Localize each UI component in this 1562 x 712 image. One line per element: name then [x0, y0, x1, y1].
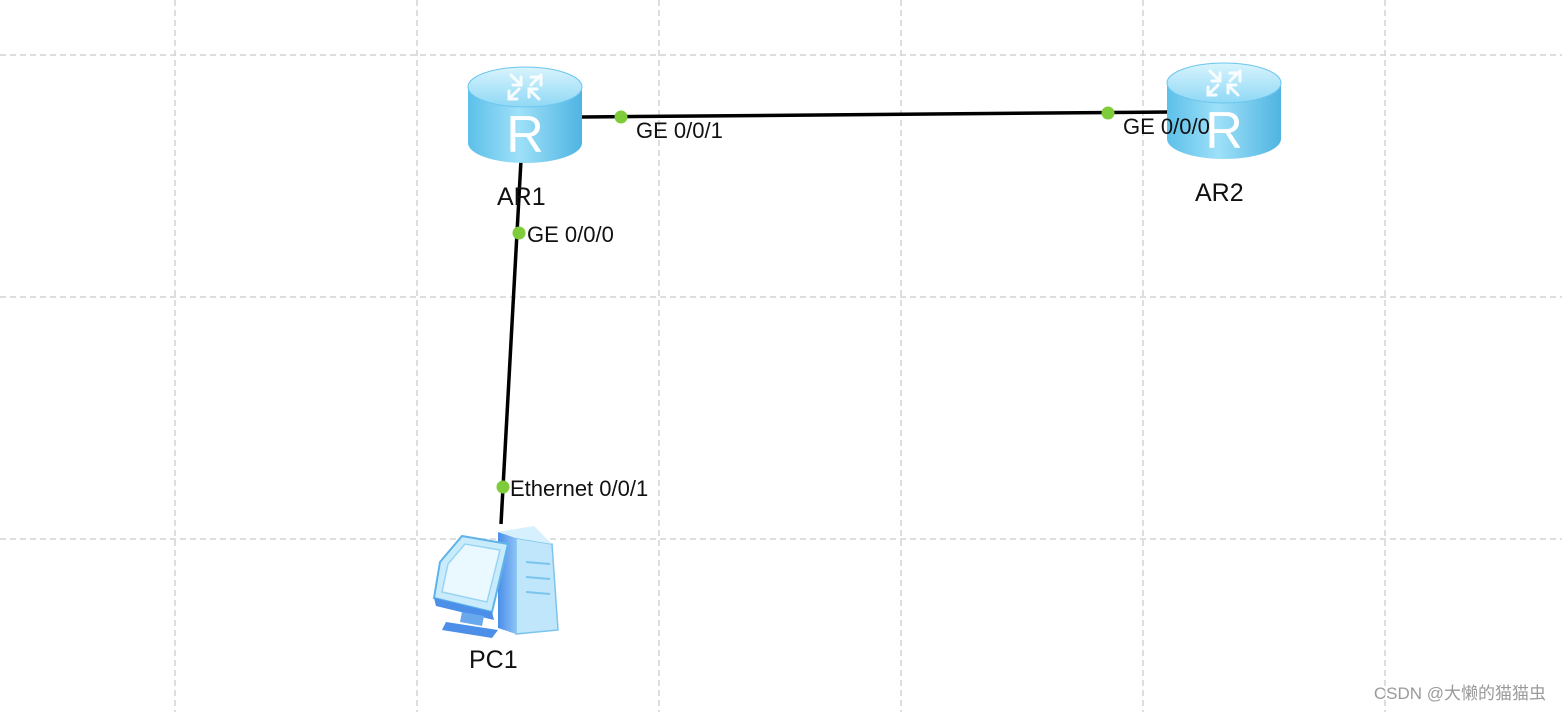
port-dot-ar1-ge001	[614, 110, 628, 124]
port-label-ar1-ge000: GE 0/0/0	[527, 222, 614, 247]
device-label-ar2: AR2	[1195, 179, 1244, 207]
router-glyph: R	[506, 106, 544, 164]
port-label-ar1-ge001: GE 0/0/1	[636, 118, 723, 143]
device-label-ar1: AR1	[497, 183, 546, 211]
pc1-icon[interactable]	[432, 526, 559, 638]
port-dot-ar2-ge000	[1101, 106, 1115, 120]
port-dot-pc1-eth001	[496, 480, 510, 494]
port-dot-ar1-ge000	[512, 226, 526, 240]
device-label-pc1: PC1	[469, 646, 518, 674]
router-ar1-icon[interactable]: R	[467, 66, 583, 164]
router-glyph: R	[1205, 102, 1243, 160]
link-ar1-pc1[interactable]	[499, 159, 523, 525]
port-label-pc1-eth001: Ethernet 0/0/1	[510, 476, 649, 501]
watermark: CSDN @大懒的猫猫虫	[1373, 684, 1546, 703]
link-ar1-ar2[interactable]	[581, 110, 1171, 119]
router-ar2-icon[interactable]: R	[1166, 62, 1282, 160]
port-label-ar2-ge000: GE 0/0/0	[1123, 114, 1210, 139]
